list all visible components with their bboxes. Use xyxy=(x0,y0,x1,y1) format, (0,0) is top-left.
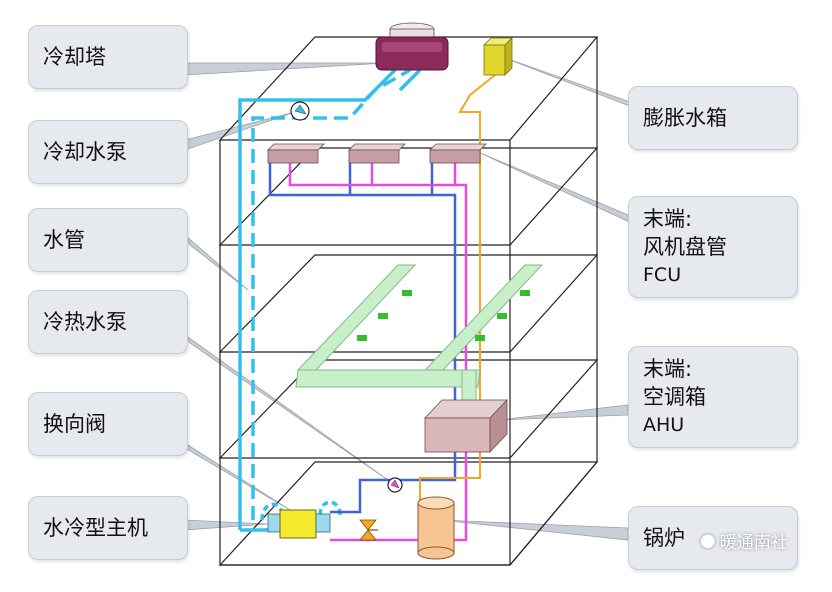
label-hot-cold-pump-text: 冷热水泵 xyxy=(43,309,127,334)
label-ahu-line2: 空调箱 xyxy=(643,385,706,409)
label-cooling-pump: 冷却水泵 xyxy=(28,120,188,184)
label-ahu-line3: AHU xyxy=(643,414,685,436)
label-cooling-pump-text: 冷却水泵 xyxy=(43,139,127,164)
leader-expansion-tank xyxy=(496,54,641,111)
leader-ahu xyxy=(497,404,629,421)
label-ahu: 末端: 空调箱 AHU xyxy=(628,346,798,448)
leader-fcu xyxy=(477,151,637,226)
label-expansion-tank-text: 膨胀水箱 xyxy=(643,105,727,130)
cooling-supply-pipe xyxy=(238,68,397,530)
cooling-tower-drop xyxy=(398,68,422,92)
label-cooling-tower-text: 冷却塔 xyxy=(43,44,106,69)
label-fcu-line2: 风机盘管 xyxy=(643,235,727,259)
ahu-unit xyxy=(424,398,508,454)
label-boiler: 锅炉 xyxy=(628,506,798,570)
diffuser-6 xyxy=(475,335,485,341)
duct-main-horizontal xyxy=(295,369,481,388)
expansion-tank-unit xyxy=(483,37,513,76)
building-frame xyxy=(218,36,599,566)
diffuser-2 xyxy=(378,313,388,319)
floor-2 xyxy=(218,254,599,353)
duct-branch-right xyxy=(423,264,544,371)
diffuser-1 xyxy=(402,290,412,296)
basement-floor xyxy=(218,461,599,566)
floor-3 xyxy=(218,147,599,246)
supply-riser xyxy=(268,150,457,514)
diffuser-4 xyxy=(520,290,530,296)
hot-water-line xyxy=(419,74,496,500)
reversing-valve-unit xyxy=(359,519,378,541)
label-expansion-tank: 膨胀水箱 xyxy=(628,86,798,150)
cooling-pump-unit xyxy=(290,101,310,121)
watermark: ● 暖通南社 xyxy=(700,528,788,553)
wechat-icon: ● xyxy=(700,530,716,551)
hot-cold-pump-unit xyxy=(387,477,403,493)
fan-coil-units xyxy=(267,143,487,164)
label-water-pipe-text: 水管 xyxy=(43,227,85,252)
label-ahu-line1: 末端: xyxy=(643,357,693,381)
label-fcu-line1: 末端: xyxy=(643,207,693,231)
label-hot-cold-pump: 冷热水泵 xyxy=(28,290,188,354)
fcu-unit-2 xyxy=(348,143,406,164)
chiller-unit xyxy=(267,509,331,539)
diffuser-3 xyxy=(357,335,367,341)
cooling-tower-unit xyxy=(375,22,449,71)
floor-1 xyxy=(218,359,599,459)
label-water-chiller-text: 水冷型主机 xyxy=(43,515,148,540)
label-reversing-valve-text: 换向阀 xyxy=(43,411,106,436)
boiler-unit xyxy=(417,496,455,560)
fcu-unit-1 xyxy=(267,143,325,164)
watermark-text: 暖通南社 xyxy=(719,533,788,553)
label-fcu: 末端: 风机盘管 FCU xyxy=(628,196,798,298)
label-reversing-valve: 换向阀 xyxy=(28,392,188,456)
leader-lines xyxy=(179,54,641,541)
leader-reversing-valve xyxy=(179,439,291,511)
label-fcu-line3: FCU xyxy=(643,264,682,286)
label-water-pipe: 水管 xyxy=(28,208,188,272)
label-water-chiller: 水冷型主机 xyxy=(28,496,188,560)
fcu-unit-3 xyxy=(429,143,487,164)
label-cooling-tower: 冷却塔 xyxy=(28,25,188,89)
cooling-water-loop xyxy=(238,68,422,532)
diffuser-5 xyxy=(497,313,507,319)
air-ducts xyxy=(295,264,544,406)
label-boiler-text: 锅炉 xyxy=(643,525,685,550)
expansion-line xyxy=(419,74,496,500)
return-riser xyxy=(288,163,468,542)
duct-branch-left xyxy=(296,264,417,371)
